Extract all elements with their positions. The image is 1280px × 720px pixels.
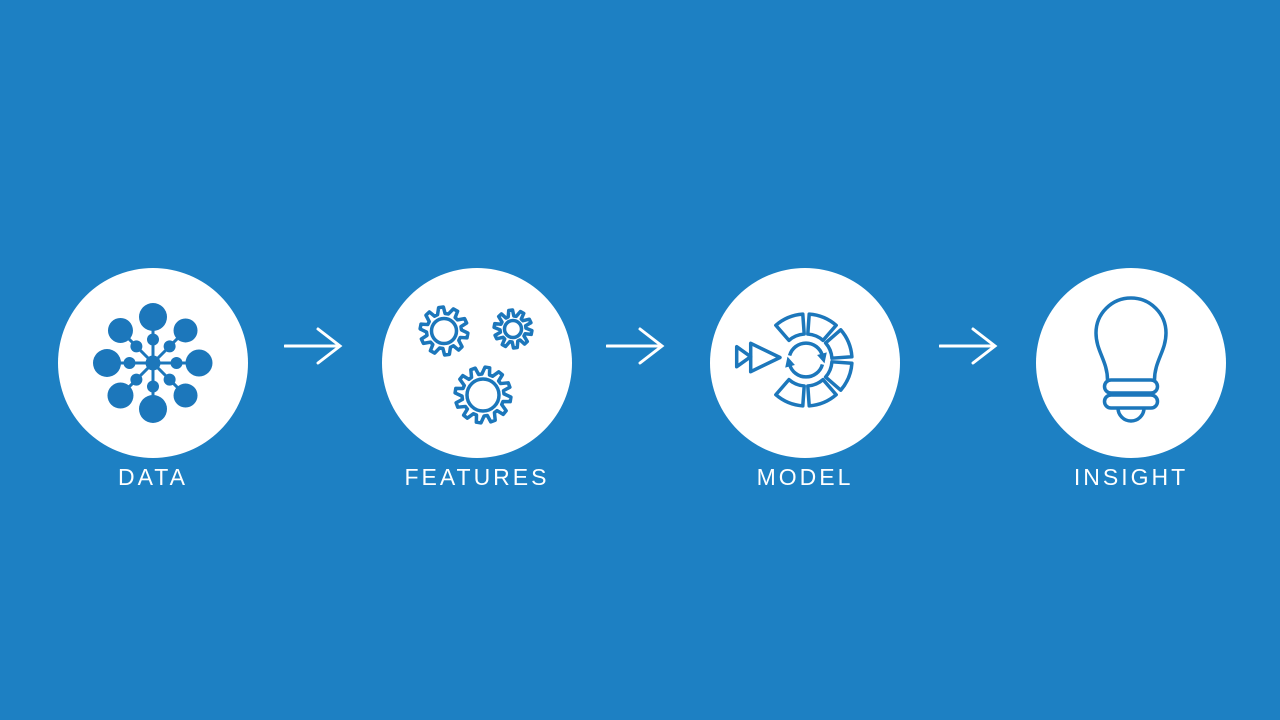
gears-icon: [418, 305, 534, 425]
step-label: MODEL: [756, 464, 854, 490]
network-hub-icon: [93, 303, 213, 423]
step-label: FEATURES: [404, 464, 550, 490]
right-arrow-icon: [284, 327, 343, 365]
refresh-cycle-icon: [785, 341, 827, 379]
pipeline-step-features: FEATURES: [382, 268, 572, 494]
play-triangles-icon: [734, 341, 782, 374]
step-label: INSIGHT: [1073, 464, 1189, 490]
lightbulb-icon: [1094, 296, 1168, 423]
pipeline-step-data: DATA: [58, 268, 248, 494]
pipeline-step-insight: INSIGHT: [1036, 268, 1226, 494]
step-label: DATA: [118, 464, 188, 490]
right-arrow-icon: [939, 327, 998, 365]
right-arrow-icon: [606, 327, 665, 365]
pipeline-step-model: MODEL: [710, 268, 900, 494]
step-circle: [382, 268, 572, 458]
model-cycle-icon: [734, 312, 854, 408]
